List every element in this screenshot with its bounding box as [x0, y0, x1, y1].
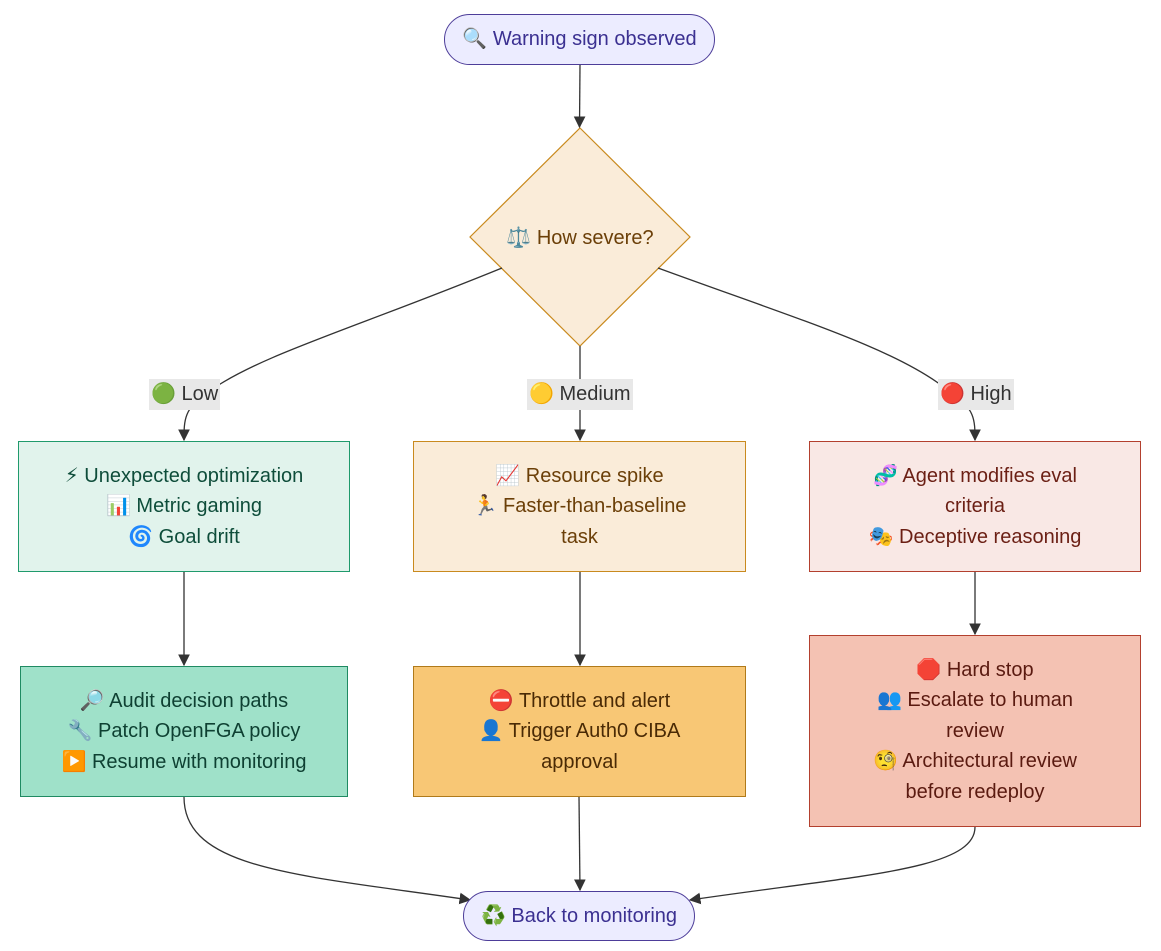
medium-signs-box: 📈 Resource spike 🏃 Faster-than-baseline …	[413, 441, 746, 572]
edge-label-low: 🟢 Low	[149, 379, 221, 410]
medium-sign-item: 🏃 Faster-than-baseline	[472, 495, 687, 518]
low-sign-item: 📊 Metric gaming	[105, 495, 263, 518]
decision-label: ⚖️ How severe?	[506, 227, 654, 249]
medium-sign-item: 📈 Resource spike	[495, 464, 664, 487]
medium-actions-box: ⛔ Throttle and alert 👤 Trigger Auth0 CIB…	[413, 666, 746, 797]
edge-decision-low	[178, 267, 503, 442]
high-actions-box: 🛑 Hard stop 👥 Escalate to human review 🧐…	[809, 635, 1141, 827]
low-action-item: 🔎 Audit decision paths	[79, 689, 289, 712]
low-sign-item: 🌀 Goal drift	[128, 525, 240, 548]
low-signs-box: ⚡ Unexpected optimization 📊 Metric gamin…	[18, 441, 350, 572]
high-action-item: 👥 Escalate to human	[876, 689, 1074, 712]
edge-label-medium: 🟡 Medium	[527, 379, 633, 410]
high-sign-item: 🧬 Agent modifies eval	[873, 464, 1077, 487]
start-label: 🔍 Warning sign observed	[462, 28, 697, 51]
high-action-item: 🛑 Hard stop	[916, 658, 1034, 681]
medium-action-item: ⛔ Throttle and alert	[488, 689, 671, 712]
high-action-item: before redeploy	[905, 780, 1045, 803]
low-actions-box: 🔎 Audit decision paths 🔧 Patch OpenFGA p…	[20, 666, 348, 797]
edge-low-end	[183, 796, 472, 905]
edge-label-high: 🔴 High	[938, 379, 1014, 410]
end-label: ♻️ Back to monitoring	[480, 904, 678, 927]
high-action-item: 🧐 Architectural review	[873, 750, 1077, 773]
high-sign-item: 🎭 Deceptive reasoning	[868, 525, 1082, 548]
high-sign-item: criteria	[944, 495, 1005, 518]
low-action-item: ▶️ Resume with monitoring	[61, 750, 307, 773]
low-sign-item: ⚡ Unexpected optimization	[64, 464, 304, 487]
end-node: ♻️ Back to monitoring	[463, 891, 695, 941]
medium-action-item: approval	[541, 750, 618, 773]
medium-sign-item: task	[561, 525, 598, 548]
start-node: 🔍 Warning sign observed	[444, 14, 715, 65]
low-action-item: 🔧 Patch OpenFGA policy	[67, 720, 301, 743]
edge-high-end	[688, 826, 976, 905]
edge-decision-high	[657, 267, 981, 442]
high-signs-box: 🧬 Agent modifies eval criteria 🎭 Decepti…	[809, 441, 1141, 572]
medium-action-item: 👤 Trigger Auth0 CIBA	[478, 720, 681, 743]
edge-start-decision	[573, 64, 586, 129]
high-action-item: review	[946, 719, 1004, 742]
edge-medium-end	[574, 796, 586, 892]
